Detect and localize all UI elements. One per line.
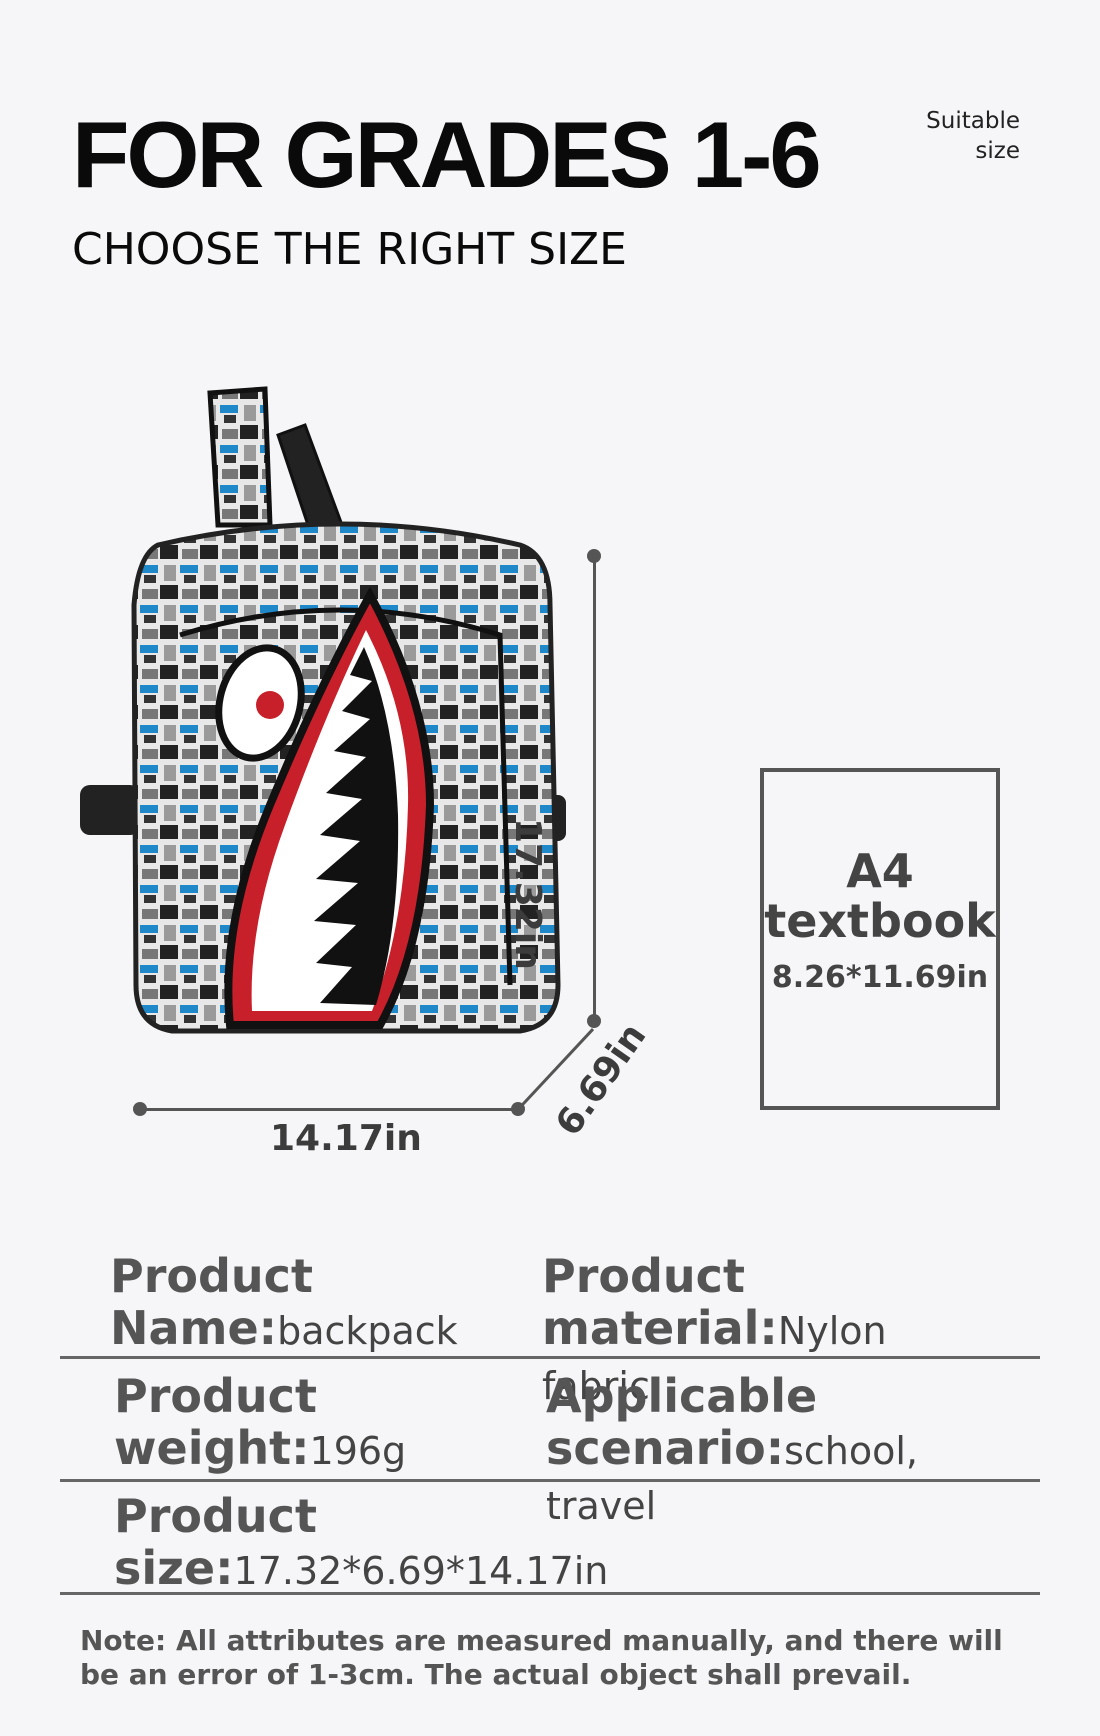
a4-label: A4 bbox=[846, 844, 914, 898]
spec-product-name: Product Name:backpack bbox=[110, 1249, 458, 1355]
backpack-image bbox=[80, 386, 566, 1034]
height-dim-dot-bottom bbox=[587, 1014, 601, 1028]
height-dim-dot-top bbox=[587, 549, 601, 563]
table-divider-2 bbox=[60, 1479, 1040, 1482]
badge-line-1: Suitable bbox=[926, 108, 1020, 134]
spec-applicable-scenario: Applicable scenario:school, travel bbox=[546, 1369, 919, 1528]
height-dimension-label: 17.32in bbox=[507, 818, 548, 970]
measurement-note: Note: All attributes are measured manual… bbox=[80, 1624, 1003, 1691]
page-subtitle: CHOOSE THE RIGHT SIZE bbox=[72, 224, 627, 275]
spec-product-size: Product size:17.32*6.69*14.17in bbox=[114, 1489, 609, 1595]
width-dimension-label: 14.17in bbox=[270, 1118, 422, 1159]
spec-product-material: Product material:Nylon fabric bbox=[542, 1249, 887, 1408]
table-divider-1 bbox=[60, 1356, 1040, 1359]
a4-textbook-label: textbook bbox=[764, 894, 996, 948]
table-divider-3 bbox=[60, 1592, 1040, 1595]
width-dimension-line bbox=[140, 1108, 518, 1111]
a4-textbook-reference: A4 textbook 8.26*11.69in bbox=[760, 768, 1000, 1110]
page-title: FOR GRADES 1-6 bbox=[72, 102, 822, 207]
badge-line-2: size bbox=[975, 138, 1020, 164]
spec-product-weight: Product weight:196g bbox=[114, 1369, 407, 1475]
width-dim-dot-left bbox=[133, 1102, 147, 1116]
suitable-size-badge: Suitable size bbox=[820, 106, 1020, 166]
height-dimension-line bbox=[593, 556, 596, 1020]
a4-size-label: 8.26*11.69in bbox=[771, 960, 989, 995]
